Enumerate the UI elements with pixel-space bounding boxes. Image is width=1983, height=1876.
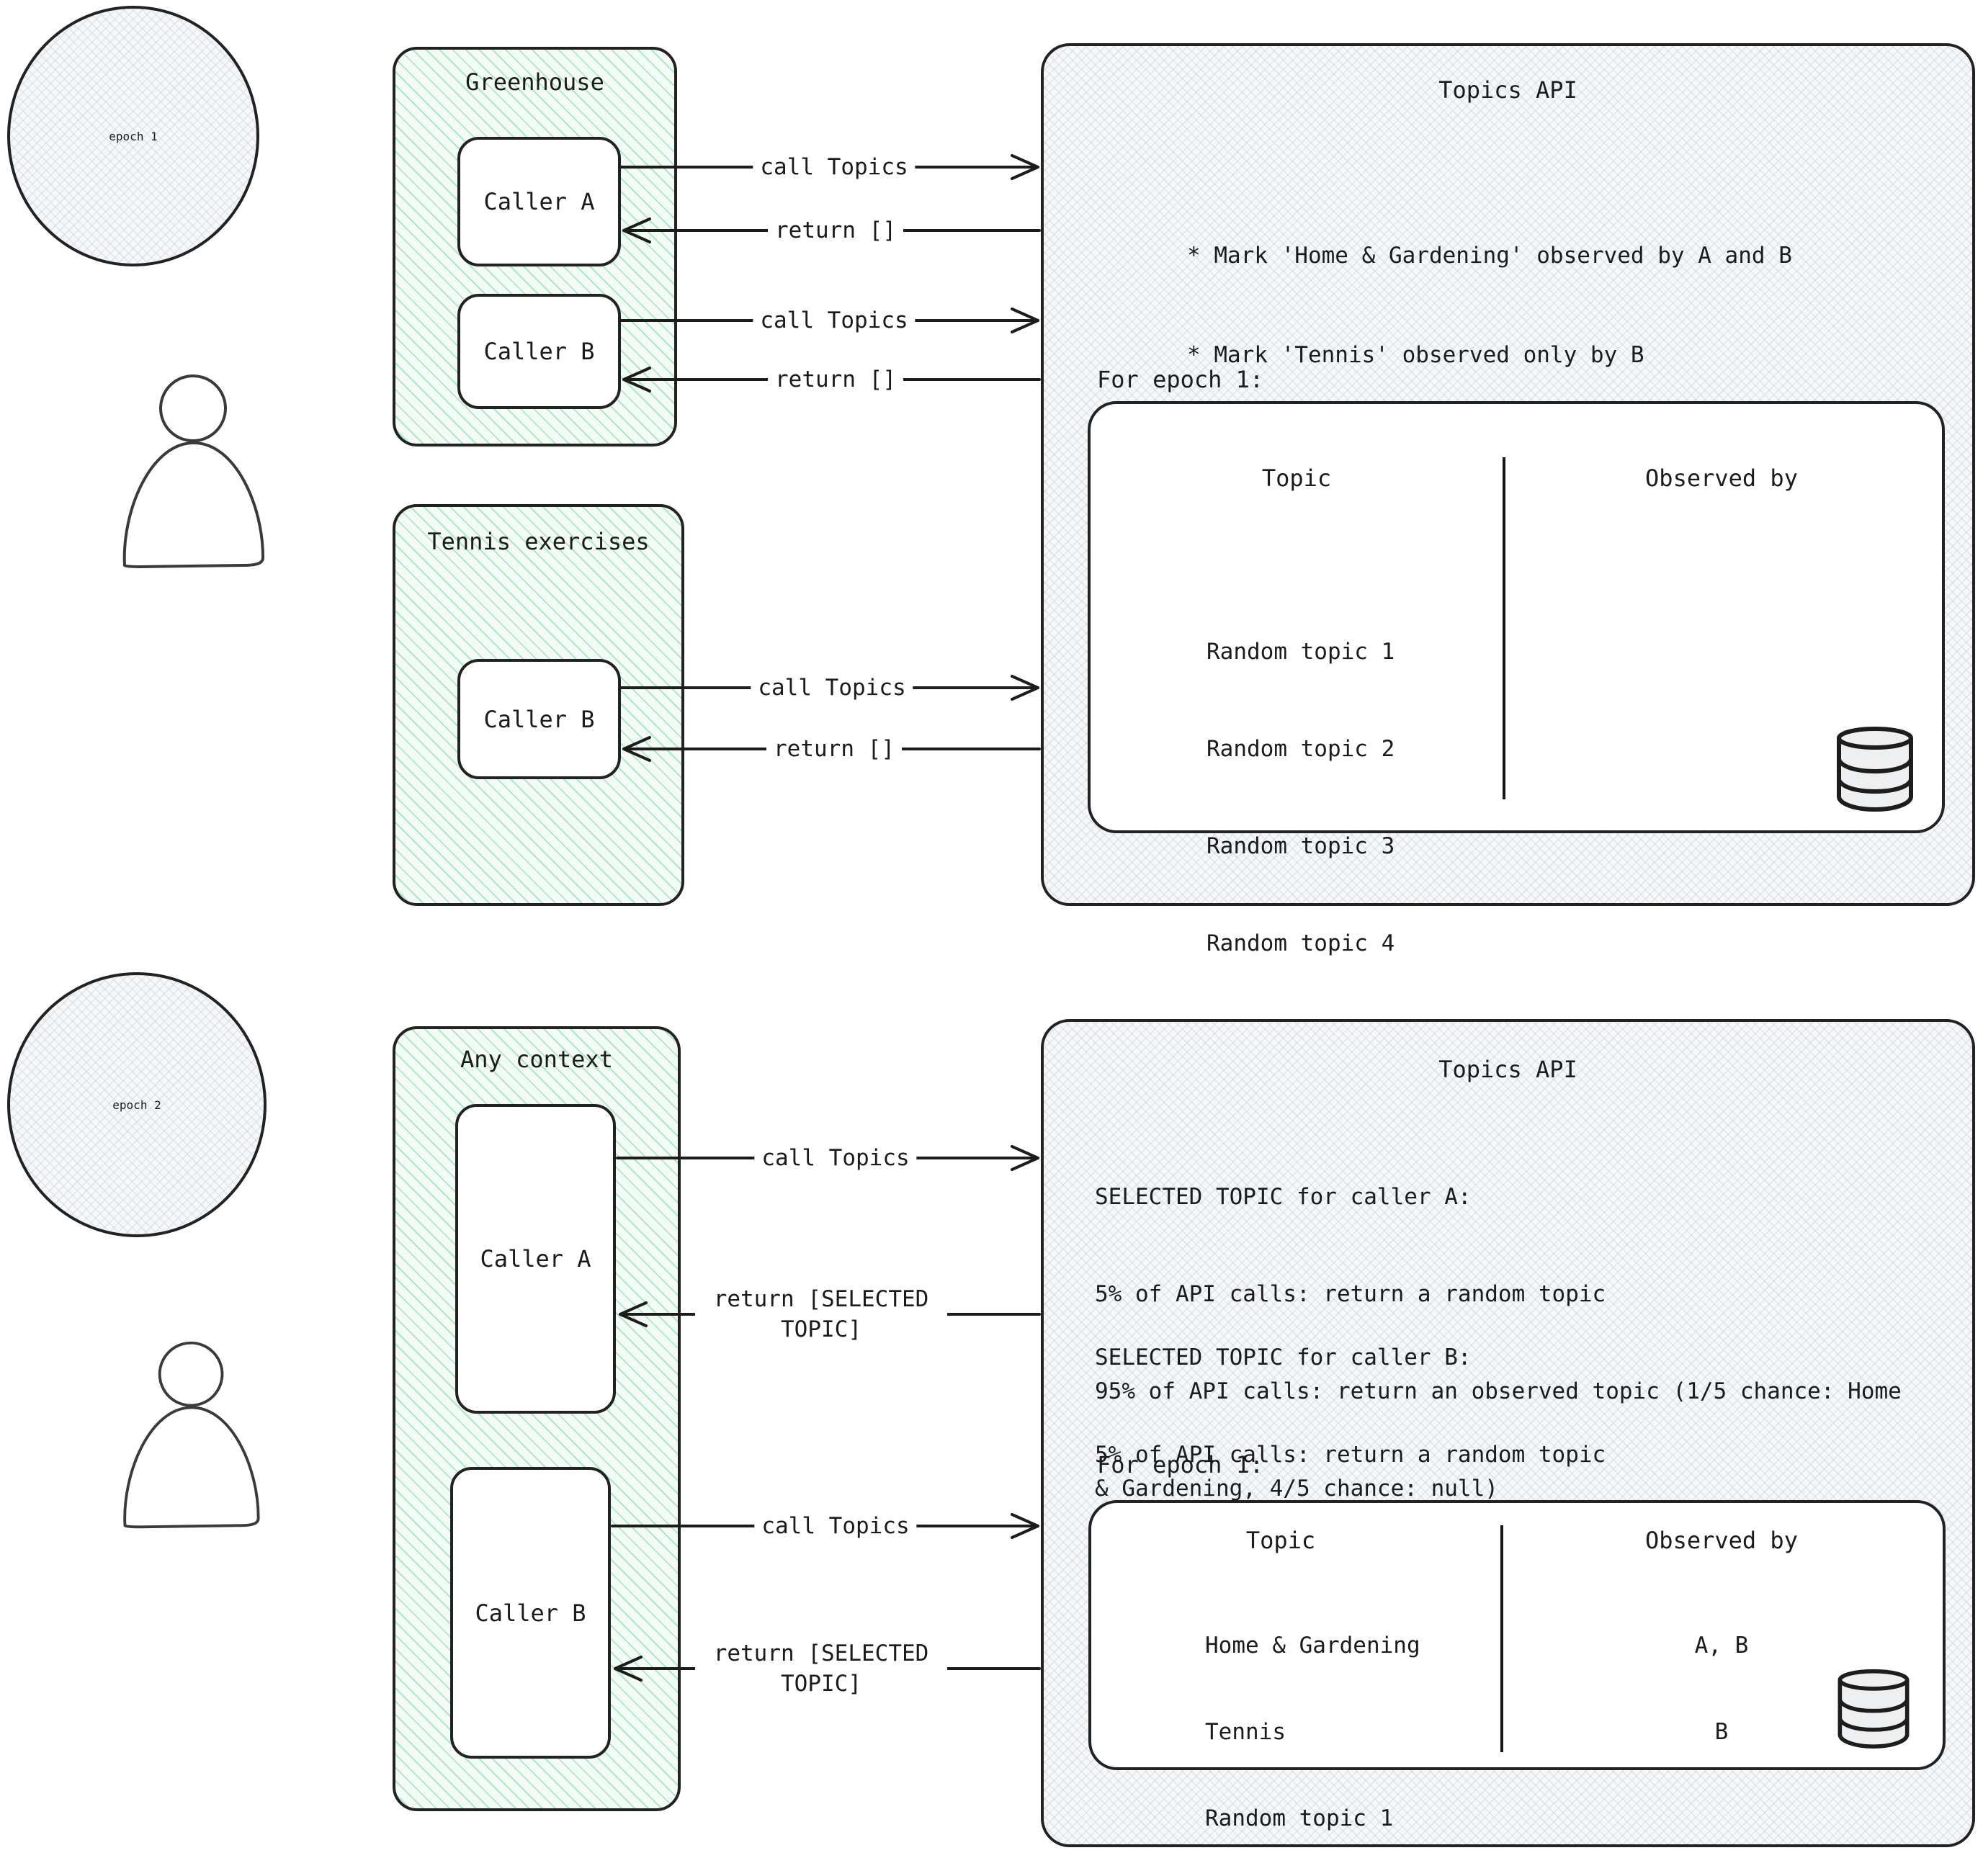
topics-api-title: Topics API [1438, 76, 1577, 104]
selected-a-line: SELECTED TOPIC for caller A: [1095, 1184, 1472, 1210]
table2-col-observed: Observed by [1645, 1527, 1798, 1554]
selected-topic-caller-a: SELECTED TOPIC for caller A: 5% of API c… [1095, 1116, 1902, 1570]
database-icon [1837, 727, 1913, 812]
table-cell-observed: B [1714, 1719, 1729, 1745]
topic-rows-epoch2: Home & Gardening Tennis Random topic 1 R… [1205, 1574, 1420, 1876]
api-note-line: * Mark 'Home & Gardening' observed by A … [1187, 243, 1792, 269]
epoch2-badge-label: epoch 2 [112, 1098, 161, 1112]
arrowhead-right [1011, 675, 1039, 701]
for-epoch-label-epoch2: For epoch 1: [1097, 1451, 1264, 1478]
caller-b-label: Caller B [483, 338, 595, 365]
return-label: return [] [768, 214, 903, 247]
table2-column-divider [1500, 1525, 1503, 1752]
tennis-context-box [393, 504, 684, 906]
topics-table-epoch2 [1088, 1500, 1946, 1770]
arrowhead-left [614, 1656, 643, 1682]
arrowhead-right [1011, 1513, 1039, 1539]
return-label: return [] [768, 363, 903, 396]
api-note-line: * Mark 'Tennis' observed only by B [1187, 342, 1644, 368]
arrowhead-right [1011, 1145, 1039, 1171]
caller-a-label: Caller A [483, 188, 595, 215]
observed-rows-epoch2: A, B B [1613, 1574, 1830, 1804]
caller-b-tennis-label: Caller B [483, 705, 595, 733]
return-selected-topic-label: return [SELECTED TOPIC] [695, 1637, 947, 1700]
caller-b-box: Caller B [457, 294, 621, 409]
person-icon [123, 1341, 260, 1529]
call-topics-label: call Topics [751, 671, 913, 704]
selected-b-line: SELECTED TOPIC for caller B: [1095, 1345, 1472, 1370]
caller-a-epoch2-box: Caller A [455, 1104, 616, 1414]
table-row: Home & Gardening [1205, 1633, 1420, 1659]
person-icon [122, 374, 265, 569]
for-epoch-label: For epoch 1: [1097, 366, 1264, 393]
greenhouse-title: Greenhouse [465, 68, 604, 96]
call-topics-label: call Topics [754, 1509, 917, 1543]
table-row: Random topic 1 [1207, 639, 1395, 665]
arrowhead-left [622, 217, 651, 243]
table-row: Random topic 3 [1207, 833, 1395, 859]
arrowhead-left [619, 1301, 648, 1327]
table-row: Tennis [1205, 1719, 1286, 1745]
arrowhead-left [622, 736, 651, 762]
table-row: Random topic 2 [1207, 736, 1395, 762]
caller-b-epoch2-label: Caller B [475, 1599, 586, 1627]
caller-b-tennis-box: Caller B [457, 659, 621, 779]
selected-a-line: 95% of API calls: return an observed top… [1095, 1378, 1902, 1404]
api-notes: * Mark 'Home & Gardening' observed by A … [1187, 173, 1792, 438]
caller-a-epoch2-label: Caller A [480, 1245, 591, 1273]
epoch1-badge-label: epoch 1 [109, 129, 158, 143]
tennis-title: Tennis exercises [427, 528, 650, 555]
table-col-topic: Topic [1261, 464, 1332, 492]
caller-b-epoch2-box: Caller B [450, 1467, 611, 1759]
epoch1-badge: epoch 1 [7, 6, 259, 266]
table-column-divider [1503, 457, 1505, 799]
arrowhead-left [622, 367, 651, 392]
epoch2-badge: epoch 2 [7, 972, 267, 1237]
table-row: Random topic 1 [1205, 1805, 1394, 1831]
call-topics-label: call Topics [753, 151, 916, 184]
table-col-observed: Observed by [1645, 464, 1798, 492]
return-label: return [] [766, 732, 902, 766]
call-topics-label: call Topics [753, 304, 916, 337]
selected-b-line: 5% of API calls: return a random topic [1095, 1442, 1606, 1468]
caller-a-box: Caller A [457, 137, 621, 266]
arrowhead-right [1011, 308, 1039, 333]
table2-col-topic: Topic [1245, 1527, 1316, 1554]
any-context-title: Any context [460, 1046, 613, 1073]
topics-table [1088, 401, 1945, 833]
topics-api-title-epoch2: Topics API [1438, 1056, 1577, 1083]
database-icon [1837, 1669, 1910, 1749]
table-row: Random topic 4 [1207, 930, 1395, 956]
call-topics-label: call Topics [754, 1141, 917, 1175]
return-selected-topic-label: return [SELECTED TOPIC] [695, 1283, 947, 1346]
table-cell-observed: A, B [1694, 1633, 1749, 1659]
selected-a-line: 5% of API calls: return a random topic [1095, 1281, 1606, 1307]
arrowhead-right [1011, 154, 1039, 180]
selected-a-line: & Gardening, 4/5 chance: null) [1095, 1476, 1498, 1502]
